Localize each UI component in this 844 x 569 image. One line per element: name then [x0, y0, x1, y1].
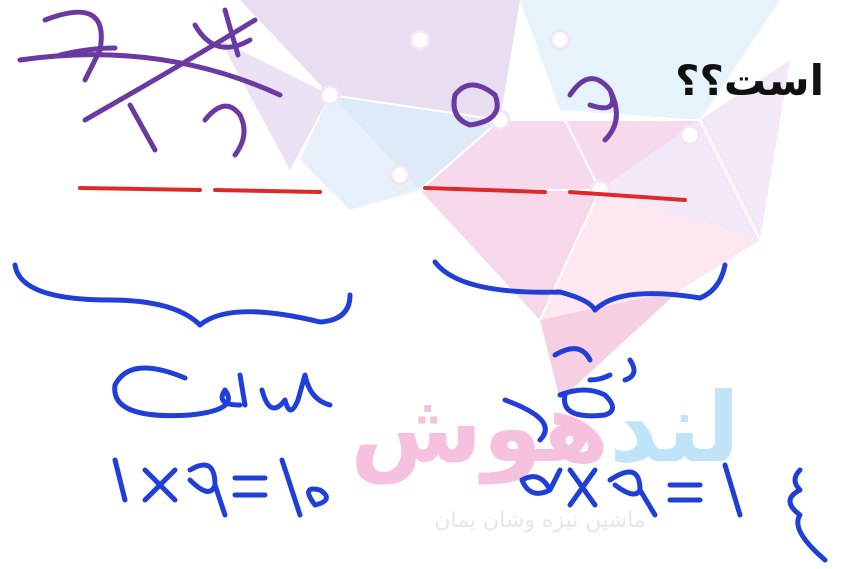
- blue-strokes: [12, 259, 828, 563]
- watermark-logo: لندهوش: [330, 372, 760, 484]
- watermark-logo-part-b: لند: [609, 372, 740, 484]
- purple-strokes: [17, 7, 619, 158]
- watermark-tagline: ماشین نیزه وشان یمان: [434, 508, 646, 533]
- watermark-logo-part-a: هوش: [350, 372, 610, 484]
- red-dash-blanks: [78, 186, 687, 202]
- question-text: است؟؟: [675, 56, 824, 105]
